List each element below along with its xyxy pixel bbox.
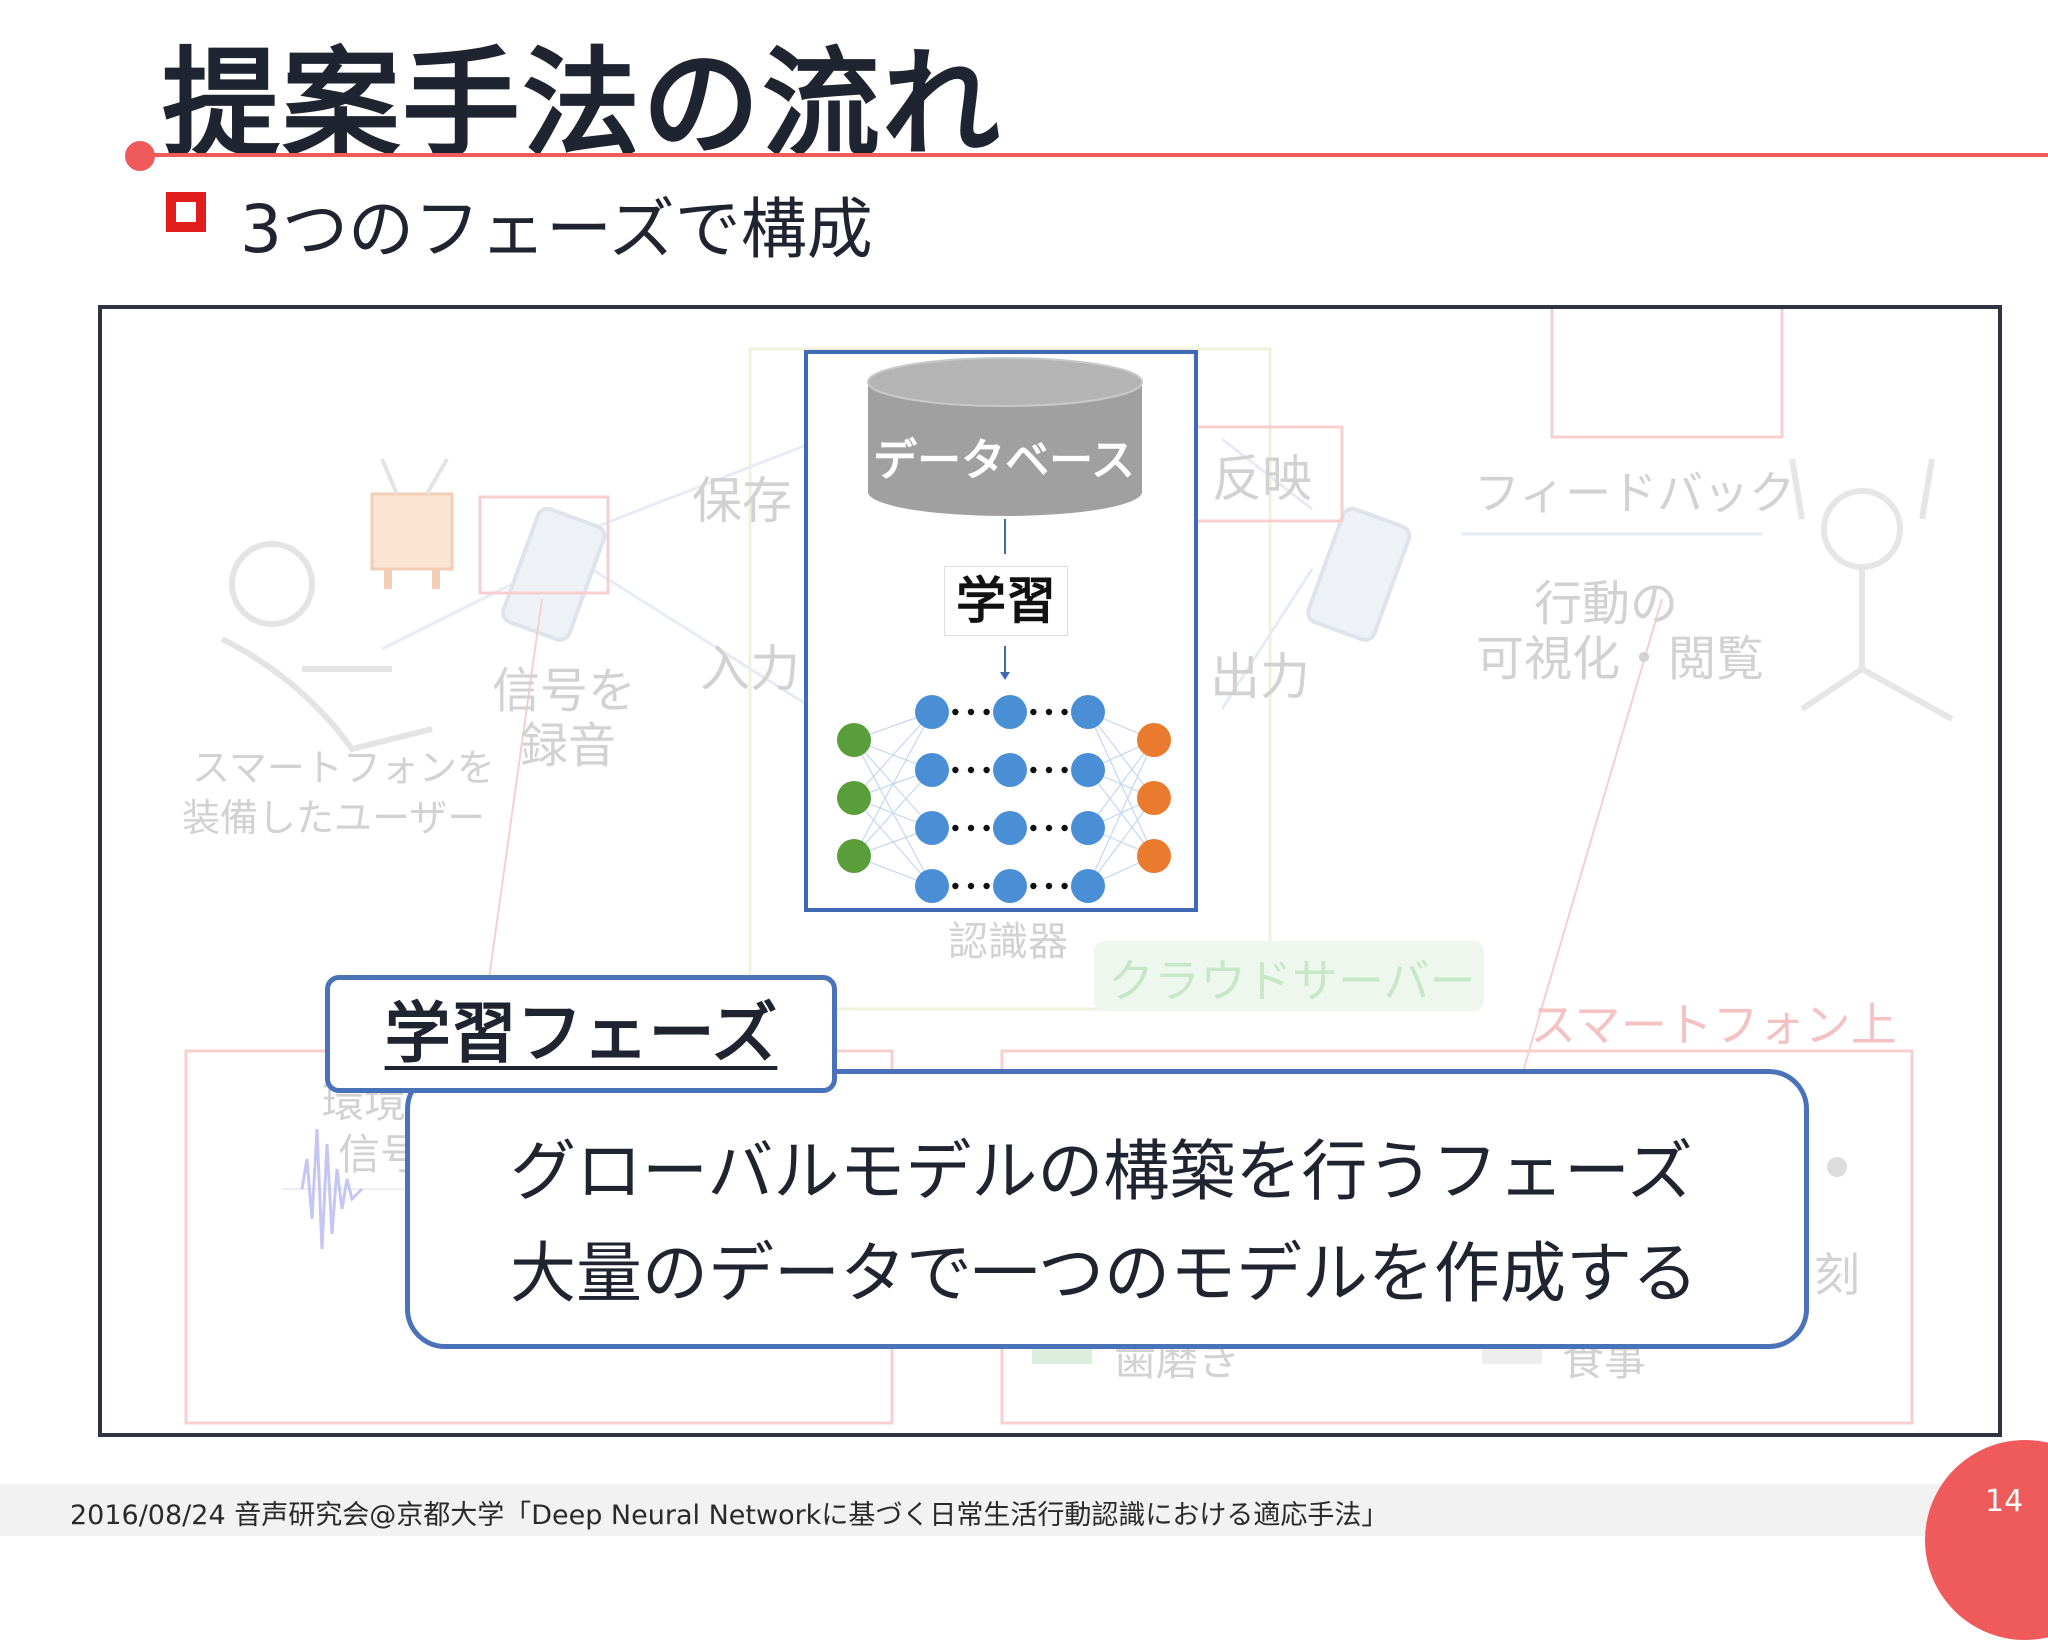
- slide-title: 提案手法の流れ: [162, 35, 1003, 173]
- bullet-text: 3つのフェーズで構成: [240, 191, 873, 268]
- ellipsis-dot: [967, 766, 975, 774]
- ellipsis-dot: [967, 824, 975, 832]
- hidden-node: [993, 753, 1027, 787]
- input-node: [837, 723, 871, 757]
- reclining-user-icon: [220, 541, 433, 753]
- phase-description-line-2: 大量のデータで一つのモデルを作成する: [510, 1235, 1698, 1312]
- hidden-node: [1071, 869, 1105, 903]
- hidden-node: [1071, 695, 1105, 729]
- hidden-node: [993, 695, 1027, 729]
- label-on-smartphone: スマートフォン上: [1530, 998, 1897, 1052]
- ellipsis-dot: [1045, 708, 1053, 716]
- ellipsis-dot: [983, 708, 990, 716]
- ellipsis-dot: [1061, 824, 1068, 832]
- label-feedback: フィードバック: [1474, 466, 1796, 520]
- database-label: データベース: [873, 435, 1135, 486]
- title-rule: [140, 153, 2048, 157]
- ellipsis-dot: [1061, 882, 1068, 890]
- ellipsis-dot: [952, 882, 959, 890]
- output-node: [1137, 723, 1171, 757]
- label-save: 保存: [692, 472, 792, 530]
- phase-label-box: 学習フェーズ: [325, 975, 837, 1093]
- label-visualize-1: 行動の: [1534, 576, 1679, 632]
- ellipsis-dot: [1061, 766, 1068, 774]
- label-visualize-2: 可視化・閲覧: [1476, 631, 1765, 687]
- label-output: 出力: [1210, 648, 1310, 706]
- label-signal-record-1: 信号を: [492, 663, 637, 719]
- tv-icon: [370, 458, 454, 589]
- input-node: [837, 781, 871, 815]
- hidden-node: [993, 869, 1027, 903]
- phase-description-line-1: グローバルモデルの構築を行うフェーズ: [510, 1133, 1693, 1210]
- cheering-user-icon: [1789, 458, 1954, 722]
- ellipsis-dot: [1045, 766, 1053, 774]
- ellipsis-dot: [952, 708, 959, 716]
- page-number: 14: [1985, 1484, 2024, 1519]
- database-cylinder: [867, 357, 1143, 516]
- bullet-square-icon: [166, 192, 206, 232]
- ellipsis-dot: [952, 824, 959, 832]
- ellipsis-dot: [1061, 708, 1068, 716]
- faded-background-diagram: [184, 309, 1954, 1425]
- label-reflect: 反映: [1212, 450, 1312, 508]
- page-number-badge: [1925, 1440, 2048, 1640]
- smartphone-icon: [501, 506, 607, 642]
- smartphone-icon: [1306, 506, 1412, 642]
- label-recognizer: 認識器: [948, 919, 1068, 965]
- ellipsis-dot: [952, 766, 959, 774]
- footer-text: 2016/08/24 音声研究会@京都大学「Deep Neural Networ…: [70, 1500, 1389, 1531]
- ellipsis-dot: [983, 824, 990, 832]
- ellipsis-dot: [967, 708, 975, 716]
- ellipsis-dot: [983, 766, 990, 774]
- footer-bar: [0, 1484, 2048, 1536]
- label-input: 入力: [700, 640, 800, 698]
- phase-description-box: グローバルモデルの構築を行うフェーズ 大量のデータで一つのモデルを作成する: [405, 1069, 1809, 1349]
- hidden-node: [1071, 753, 1105, 787]
- hidden-node: [915, 811, 949, 845]
- ellipsis-dot: [1030, 882, 1037, 890]
- ellipsis-dot: [983, 882, 990, 890]
- database-and-network-diagram: [837, 357, 1171, 903]
- input-node: [837, 839, 871, 873]
- ellipsis-dot: [1045, 882, 1053, 890]
- ellipsis-dot: [1030, 766, 1037, 774]
- ellipsis-dot: [967, 882, 975, 890]
- learn-label: 学習: [944, 566, 1068, 636]
- ellipsis-dot: [1045, 824, 1053, 832]
- output-node: [1137, 781, 1171, 815]
- label-user-2: 装備したユーザー: [182, 796, 486, 840]
- output-node: [1137, 839, 1171, 873]
- hidden-node: [915, 753, 949, 787]
- hidden-node: [915, 869, 949, 903]
- label-cloud-server: クラウドサーバー: [1108, 954, 1476, 1008]
- label-user-1: スマートフォンを: [192, 746, 495, 790]
- phase-label: 学習フェーズ: [384, 995, 778, 1072]
- hidden-node: [993, 811, 1027, 845]
- hidden-node: [1071, 811, 1105, 845]
- label-time: 刻: [1814, 1248, 1860, 1302]
- hidden-node: [915, 695, 949, 729]
- ellipsis-dot: [1030, 824, 1037, 832]
- ellipsis-dot: [1030, 708, 1037, 716]
- label-signal-record-2: 録音: [520, 718, 617, 774]
